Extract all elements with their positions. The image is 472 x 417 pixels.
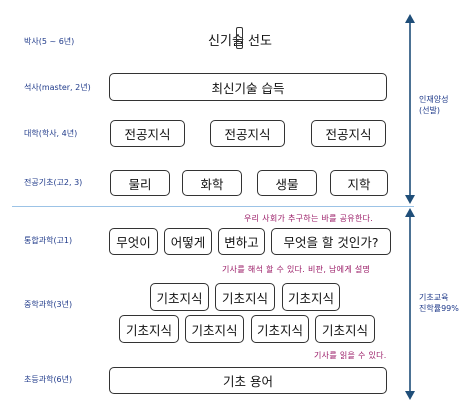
upper-side-label-line2: (선발) [419,105,440,115]
label-elementary: 초등과학(6년) [24,375,73,384]
middle-row2-box-2: 기초지식 [185,315,244,343]
middle-row2-box-1: 기초지식 [119,315,179,343]
middle-row1-box-1: 기초지식 [150,283,209,311]
foundation-box-biology: 생물 [257,170,317,196]
middle-row2-box-3: 기초지식 [251,315,309,343]
foundation-box-physics: 물리 [110,170,170,196]
label-undergrad: 대학(학사, 4년) [24,129,78,138]
lower-side-label-line2: 진학률99% [419,303,459,313]
lower-side-label: 기초교육 진학률99% [419,293,459,315]
foundation-box-chemistry: 화학 [182,170,242,196]
lower-side-label-line1: 기초교육 [419,293,449,302]
elementary-caption: 기사를 읽을 수 있다. [314,351,387,360]
middle-row2-box-4: 기초지식 [315,315,375,343]
masters-box: 최신기술 습득 [109,73,387,101]
integrated-box-how: 어떻게 [164,228,212,255]
section-divider [12,206,414,207]
integrated-box-change: 변하고 [218,228,265,255]
label-integrated: 통합과학(고1) [24,236,73,245]
middle-row1-box-3: 기초지식 [282,283,340,311]
title-cursor-mark [236,27,243,49]
middle-row1-box-2: 기초지식 [215,283,275,311]
upper-side-label: 인재양성 (선발) [419,95,448,117]
integrated-box-what-to-do: 무엇을 할 것인가? [271,228,391,255]
elementary-box: 기초 용어 [109,367,387,394]
label-foundation: 전공기초(고2, 3) [24,178,83,187]
integrated-caption: 우리 사회가 추구하는 바를 공유한다. [244,214,374,223]
upper-double-arrow [405,14,415,204]
foundation-box-earthscience: 지학 [330,170,388,196]
upper-side-label-line1: 인재양성 [419,95,449,104]
label-middle: 중학과학(3년) [24,300,73,309]
integrated-box-what: 무엇이 [109,228,158,255]
undergrad-box-3: 전공지식 [311,120,386,147]
label-phd: 박사(5 ~ 6년) [24,37,75,46]
lower-double-arrow [405,208,415,400]
undergrad-box-2: 전공지식 [210,120,285,147]
middle-caption: 기사를 해석 할 수 있다. 비판, 남에게 설명 [222,265,371,274]
phd-title: 신기술 선도 [208,34,272,49]
label-masters: 석사(master, 2년) [24,83,91,92]
undergrad-box-1: 전공지식 [110,120,185,147]
